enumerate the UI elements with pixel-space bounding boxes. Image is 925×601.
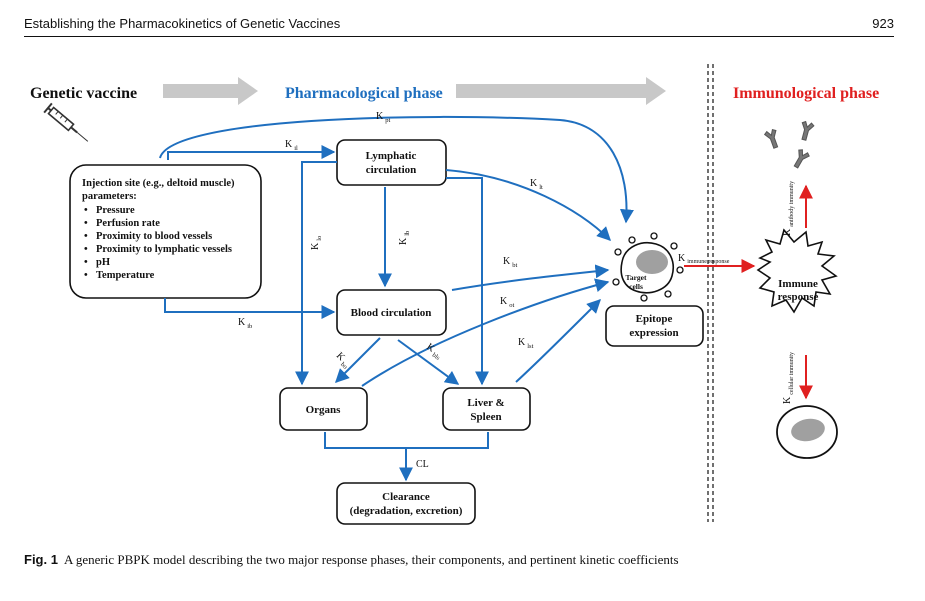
figure-caption: Fig. 1 A generic PBPK model describing th…	[24, 552, 904, 568]
param-temperature: Temperature	[96, 270, 155, 281]
cellular-immunity-cell	[776, 405, 838, 459]
param-bullet: •	[84, 244, 88, 255]
label-k-lo: Klo	[310, 236, 323, 250]
arrow-lymph-liver	[446, 177, 489, 386]
param-ph: pH	[96, 257, 110, 268]
syringe-icon	[43, 102, 89, 142]
label-k-bls: Kbls	[423, 341, 445, 362]
param-lymphatic-vessels: Proximity to lymphatic vessels	[96, 244, 232, 255]
arrow-k-lst	[515, 299, 601, 383]
organs-box: Organs	[279, 387, 368, 431]
antibody-icon	[763, 120, 815, 169]
clearance-label-2: (degradation, excretion)	[350, 505, 463, 517]
pharmacological-phase-title: Pharmacological phase	[285, 85, 443, 102]
immunological-phase-title: Immunological phase	[733, 85, 879, 102]
clearance-label-1: Clearance	[382, 491, 430, 503]
clearance-box: Clearance (degradation, excretion)	[336, 482, 476, 525]
param-bullet: •	[84, 218, 88, 229]
red-arrows	[684, 184, 813, 400]
lymphatic-label-1: Lymphatic	[366, 150, 417, 162]
param-perfusion-rate: Perfusion rate	[96, 218, 160, 229]
label-cl: CL	[416, 459, 429, 470]
blood-label: Blood circulation	[351, 307, 432, 319]
param-pressure: Pressure	[96, 205, 135, 216]
label-k-bo: Kbo	[332, 350, 352, 370]
arrow-k-il	[167, 145, 336, 160]
epitope-label-2: expression	[629, 327, 678, 339]
arrow-k-lo	[295, 161, 337, 386]
organs-label: Organs	[306, 404, 342, 416]
target-label-1: Target	[626, 273, 647, 282]
caption-label: Fig. 1	[24, 552, 58, 567]
arrow-k-bls	[397, 339, 460, 385]
immune-label-2: response	[778, 291, 819, 303]
caption-text: A generic PBPK model describing the two …	[63, 552, 679, 567]
param-bullet: •	[84, 270, 88, 281]
clearance-bracket	[324, 432, 489, 449]
arrow-k-bo	[335, 337, 381, 383]
param-bullet: •	[84, 257, 88, 268]
lymphatic-circulation-box: Lymphatic circulation	[336, 139, 447, 186]
liver-label-1: Liver &	[467, 397, 504, 409]
target-cell: Target cells	[612, 232, 684, 302]
label-k-cellular: Kcellular immunity	[782, 352, 795, 404]
arrow-k-ot	[361, 278, 610, 387]
phase-arrow-1	[163, 77, 258, 105]
phase-arrow-2	[456, 77, 666, 105]
phase-divider	[707, 64, 714, 522]
arrow-k-pt	[159, 115, 634, 224]
running-title: Establishing the Pharmacokinetics of Gen…	[24, 16, 341, 31]
label-k-lb: Klb	[398, 231, 411, 245]
blood-circulation-box: Blood circulation	[336, 289, 447, 336]
arrow-k-bt	[451, 264, 610, 291]
injection-site-box: Injection site (e.g., deltoid muscle) pa…	[69, 164, 262, 299]
arrow-k-ib	[164, 298, 336, 319]
target-label-2: cells	[629, 282, 643, 291]
immune-cell: Immune response	[756, 228, 838, 314]
page-number: 923	[872, 16, 894, 31]
page-header: Establishing the Pharmacokinetics of Gen…	[24, 14, 894, 37]
param-blood-vessels: Proximity to blood vessels	[96, 231, 212, 242]
param-bullet: •	[84, 231, 88, 242]
genetic-vaccine-title: Genetic vaccine	[30, 85, 137, 102]
label-k-antibody: Kantibody immunity	[782, 181, 795, 236]
arrow-k-lt	[445, 169, 611, 241]
injection-site-subtitle: parameters:	[82, 191, 137, 202]
liver-spleen-box: Liver & Spleen	[442, 387, 531, 431]
injection-site-title: Injection site (e.g., deltoid muscle)	[82, 178, 235, 189]
lymphatic-label-2: circulation	[366, 164, 417, 176]
blue-arrows	[159, 115, 634, 482]
epitope-label-1: Epitope	[636, 313, 673, 325]
immune-label-1: Immune	[778, 278, 818, 290]
liver-label-2: Spleen	[470, 411, 501, 423]
param-bullet: •	[84, 205, 88, 216]
epitope-expression-box: Epitope expression	[605, 305, 704, 347]
